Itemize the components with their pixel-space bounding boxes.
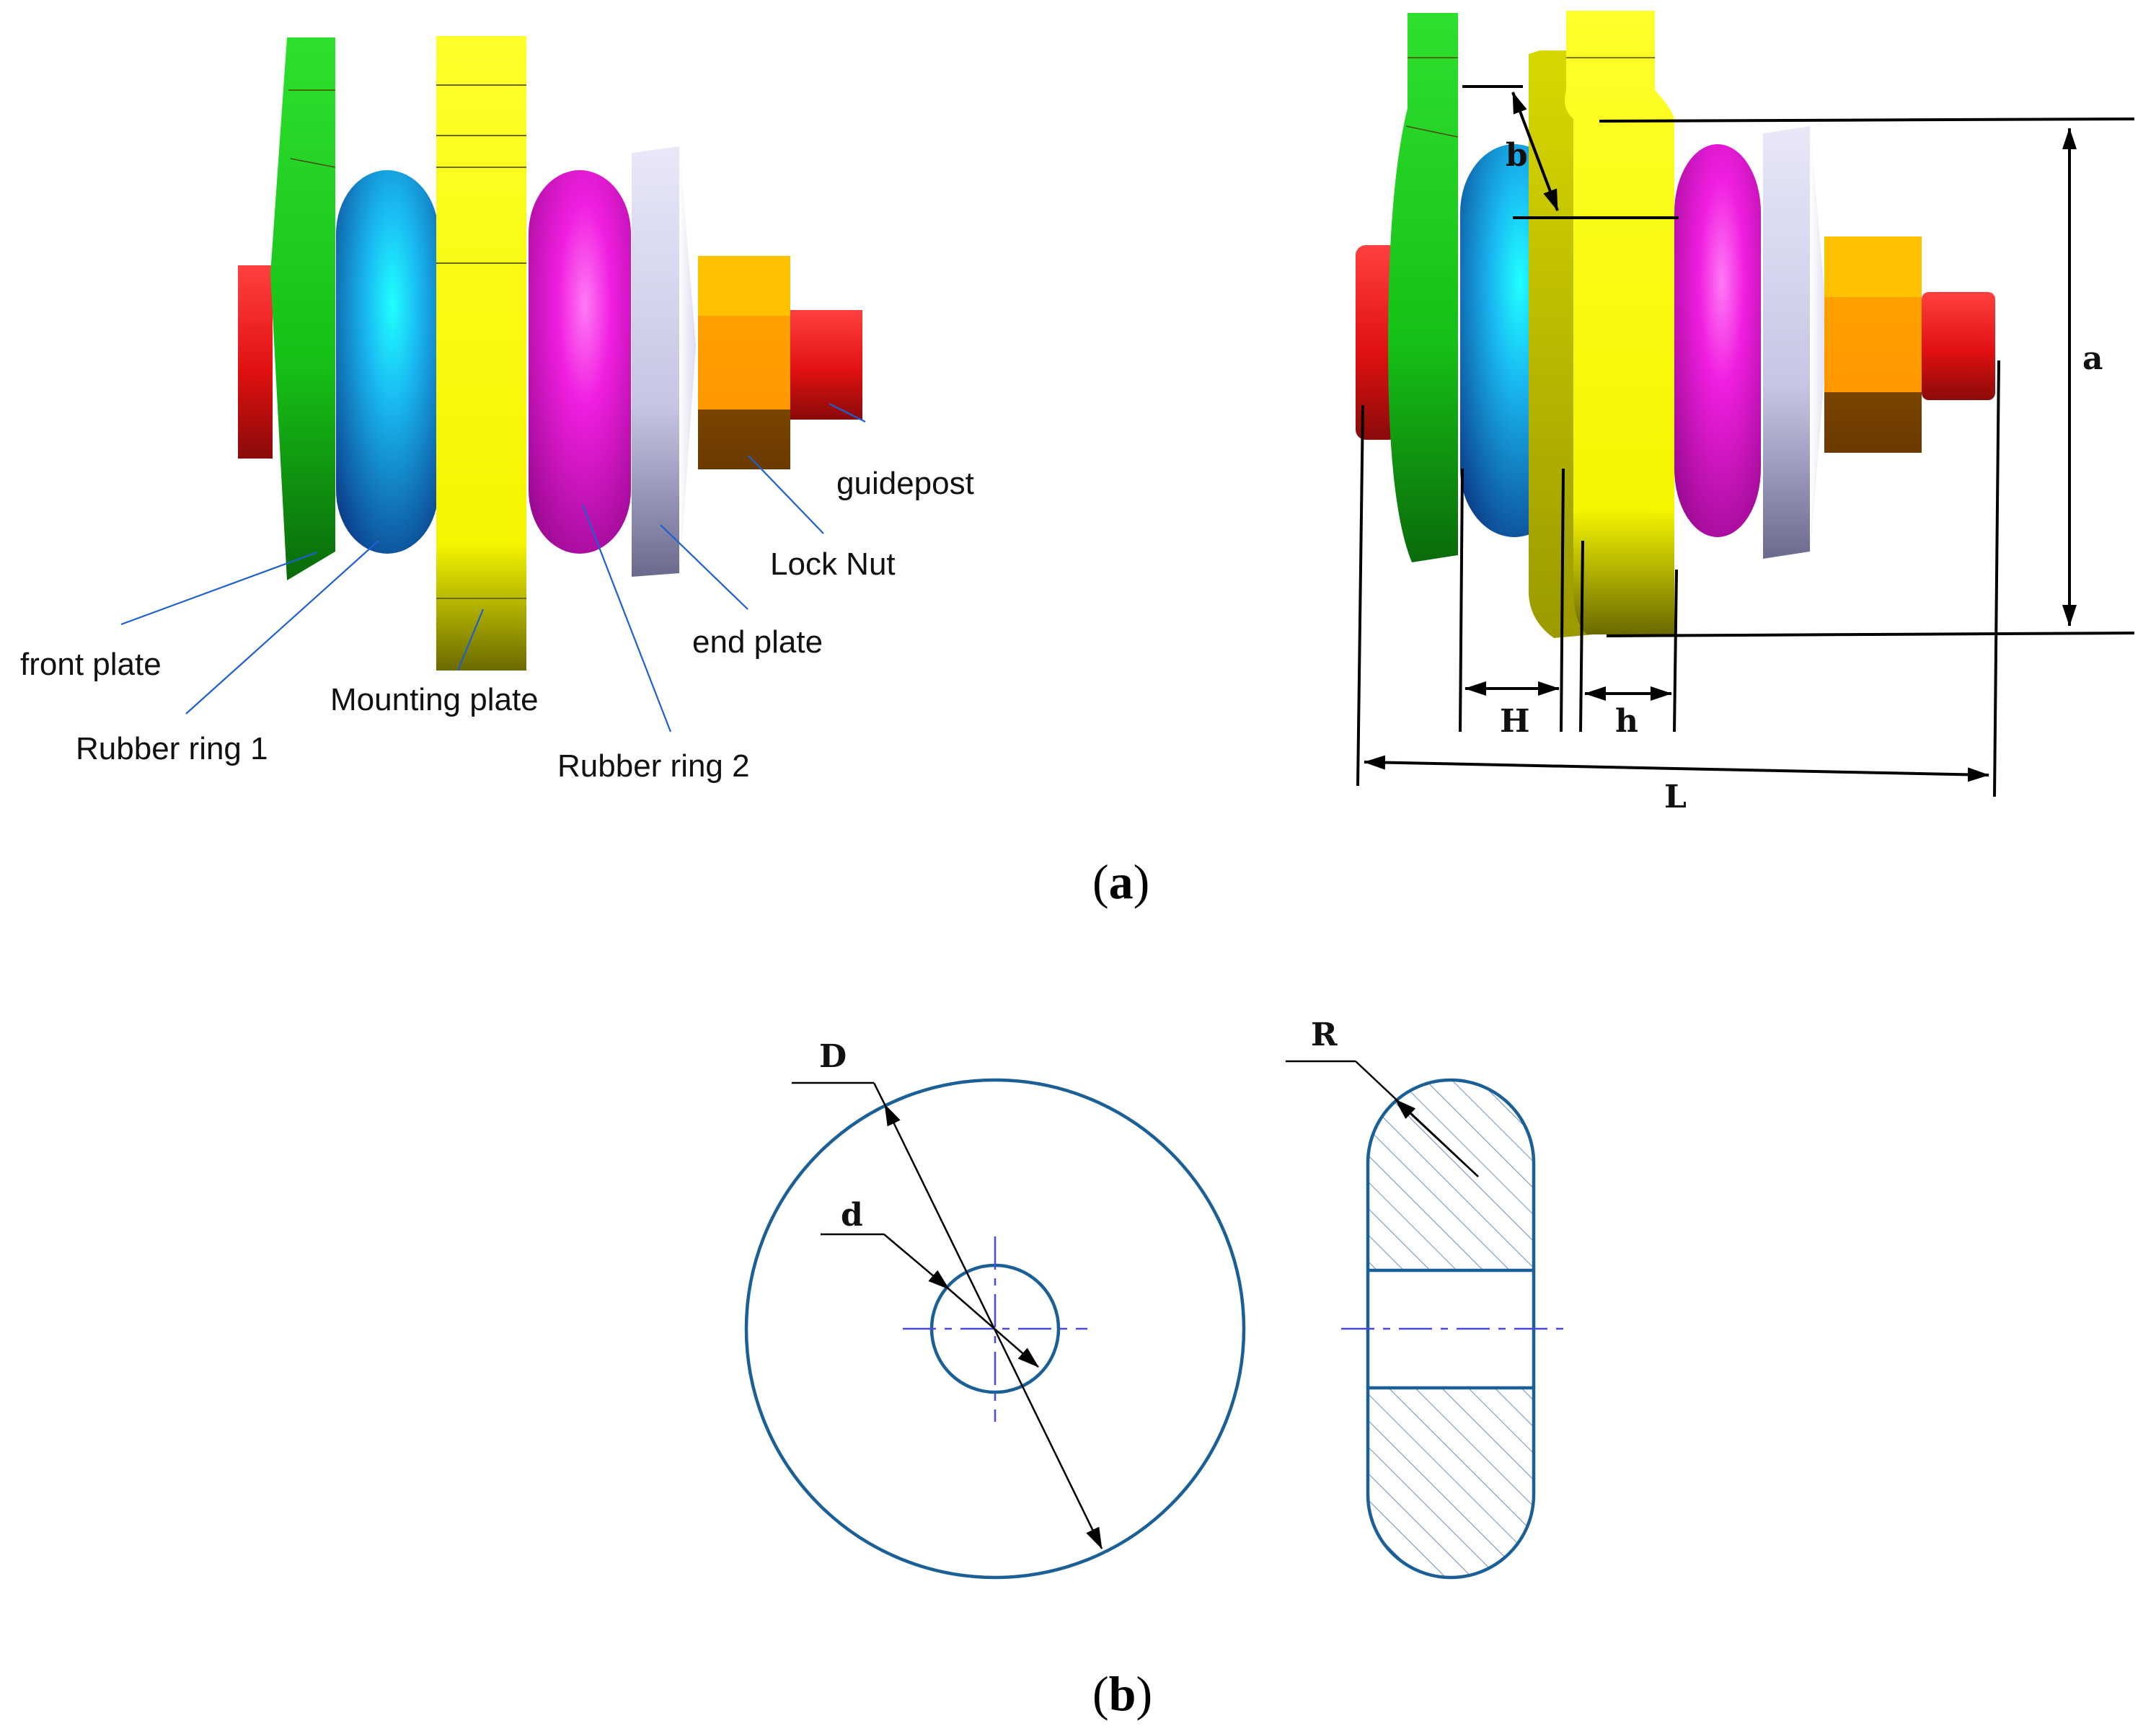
guidepost-right-end-assembled: [1922, 292, 1995, 400]
part-labels: front plate Rubber ring 1 Mounting plate…: [20, 403, 974, 784]
lock-nut: [698, 256, 790, 469]
label-end-plate: end plate: [692, 624, 823, 660]
label-lock-nut: Lock Nut: [770, 546, 896, 582]
guidepost-left-end: [238, 265, 273, 459]
rubber-ring-2: [529, 170, 631, 554]
ring-outer-circle: [744, 1078, 1246, 1580]
label-rubber-ring-2: Rubber ring 2: [557, 748, 750, 784]
front-plate-assembled: [1388, 13, 1458, 562]
mounting-plate-assembled: [1564, 11, 1674, 634]
dim-label-a: a: [2082, 340, 2103, 377]
guidepost-left-end-assembled: [1356, 245, 1399, 440]
rubber-ring-section-view: R: [1286, 1017, 1563, 1580]
dimension-lines: a b H h L: [1356, 85, 2135, 815]
rubber-ring-2-assembled: [1674, 144, 1761, 537]
caption-a: (a): [1092, 854, 1149, 909]
dim-label-D: D: [819, 1038, 847, 1075]
guidepost-right-end: [790, 310, 862, 420]
caption-b: (b): [1092, 1666, 1152, 1721]
section-lower-half: [1366, 1386, 1536, 1580]
dim-label-R: R: [1311, 1017, 1338, 1053]
section-upper-half: [1366, 1078, 1536, 1273]
front-plate: [270, 37, 335, 580]
label-guidepost: guidepost: [836, 466, 974, 501]
dim-label-H: H: [1500, 703, 1530, 740]
label-mounting-plate: Mounting plate: [330, 682, 539, 717]
rubber-ring-1: [336, 170, 438, 554]
assembly-dimensioned-view: [1356, 11, 1995, 638]
mounting-plate: [436, 36, 526, 671]
dim-label-b: b: [1506, 137, 1528, 174]
rubber-ring-front-view: D d: [744, 1038, 1246, 1580]
label-rubber-ring-1: Rubber ring 1: [76, 731, 268, 766]
label-front-plate: front plate: [20, 647, 162, 682]
lock-nut-assembled: [1824, 236, 1922, 453]
dim-label-d: d: [841, 1197, 863, 1234]
assembly-exploded-view: [238, 36, 862, 671]
dim-label-L: L: [1664, 779, 1687, 815]
dim-label-h: h: [1615, 703, 1638, 740]
